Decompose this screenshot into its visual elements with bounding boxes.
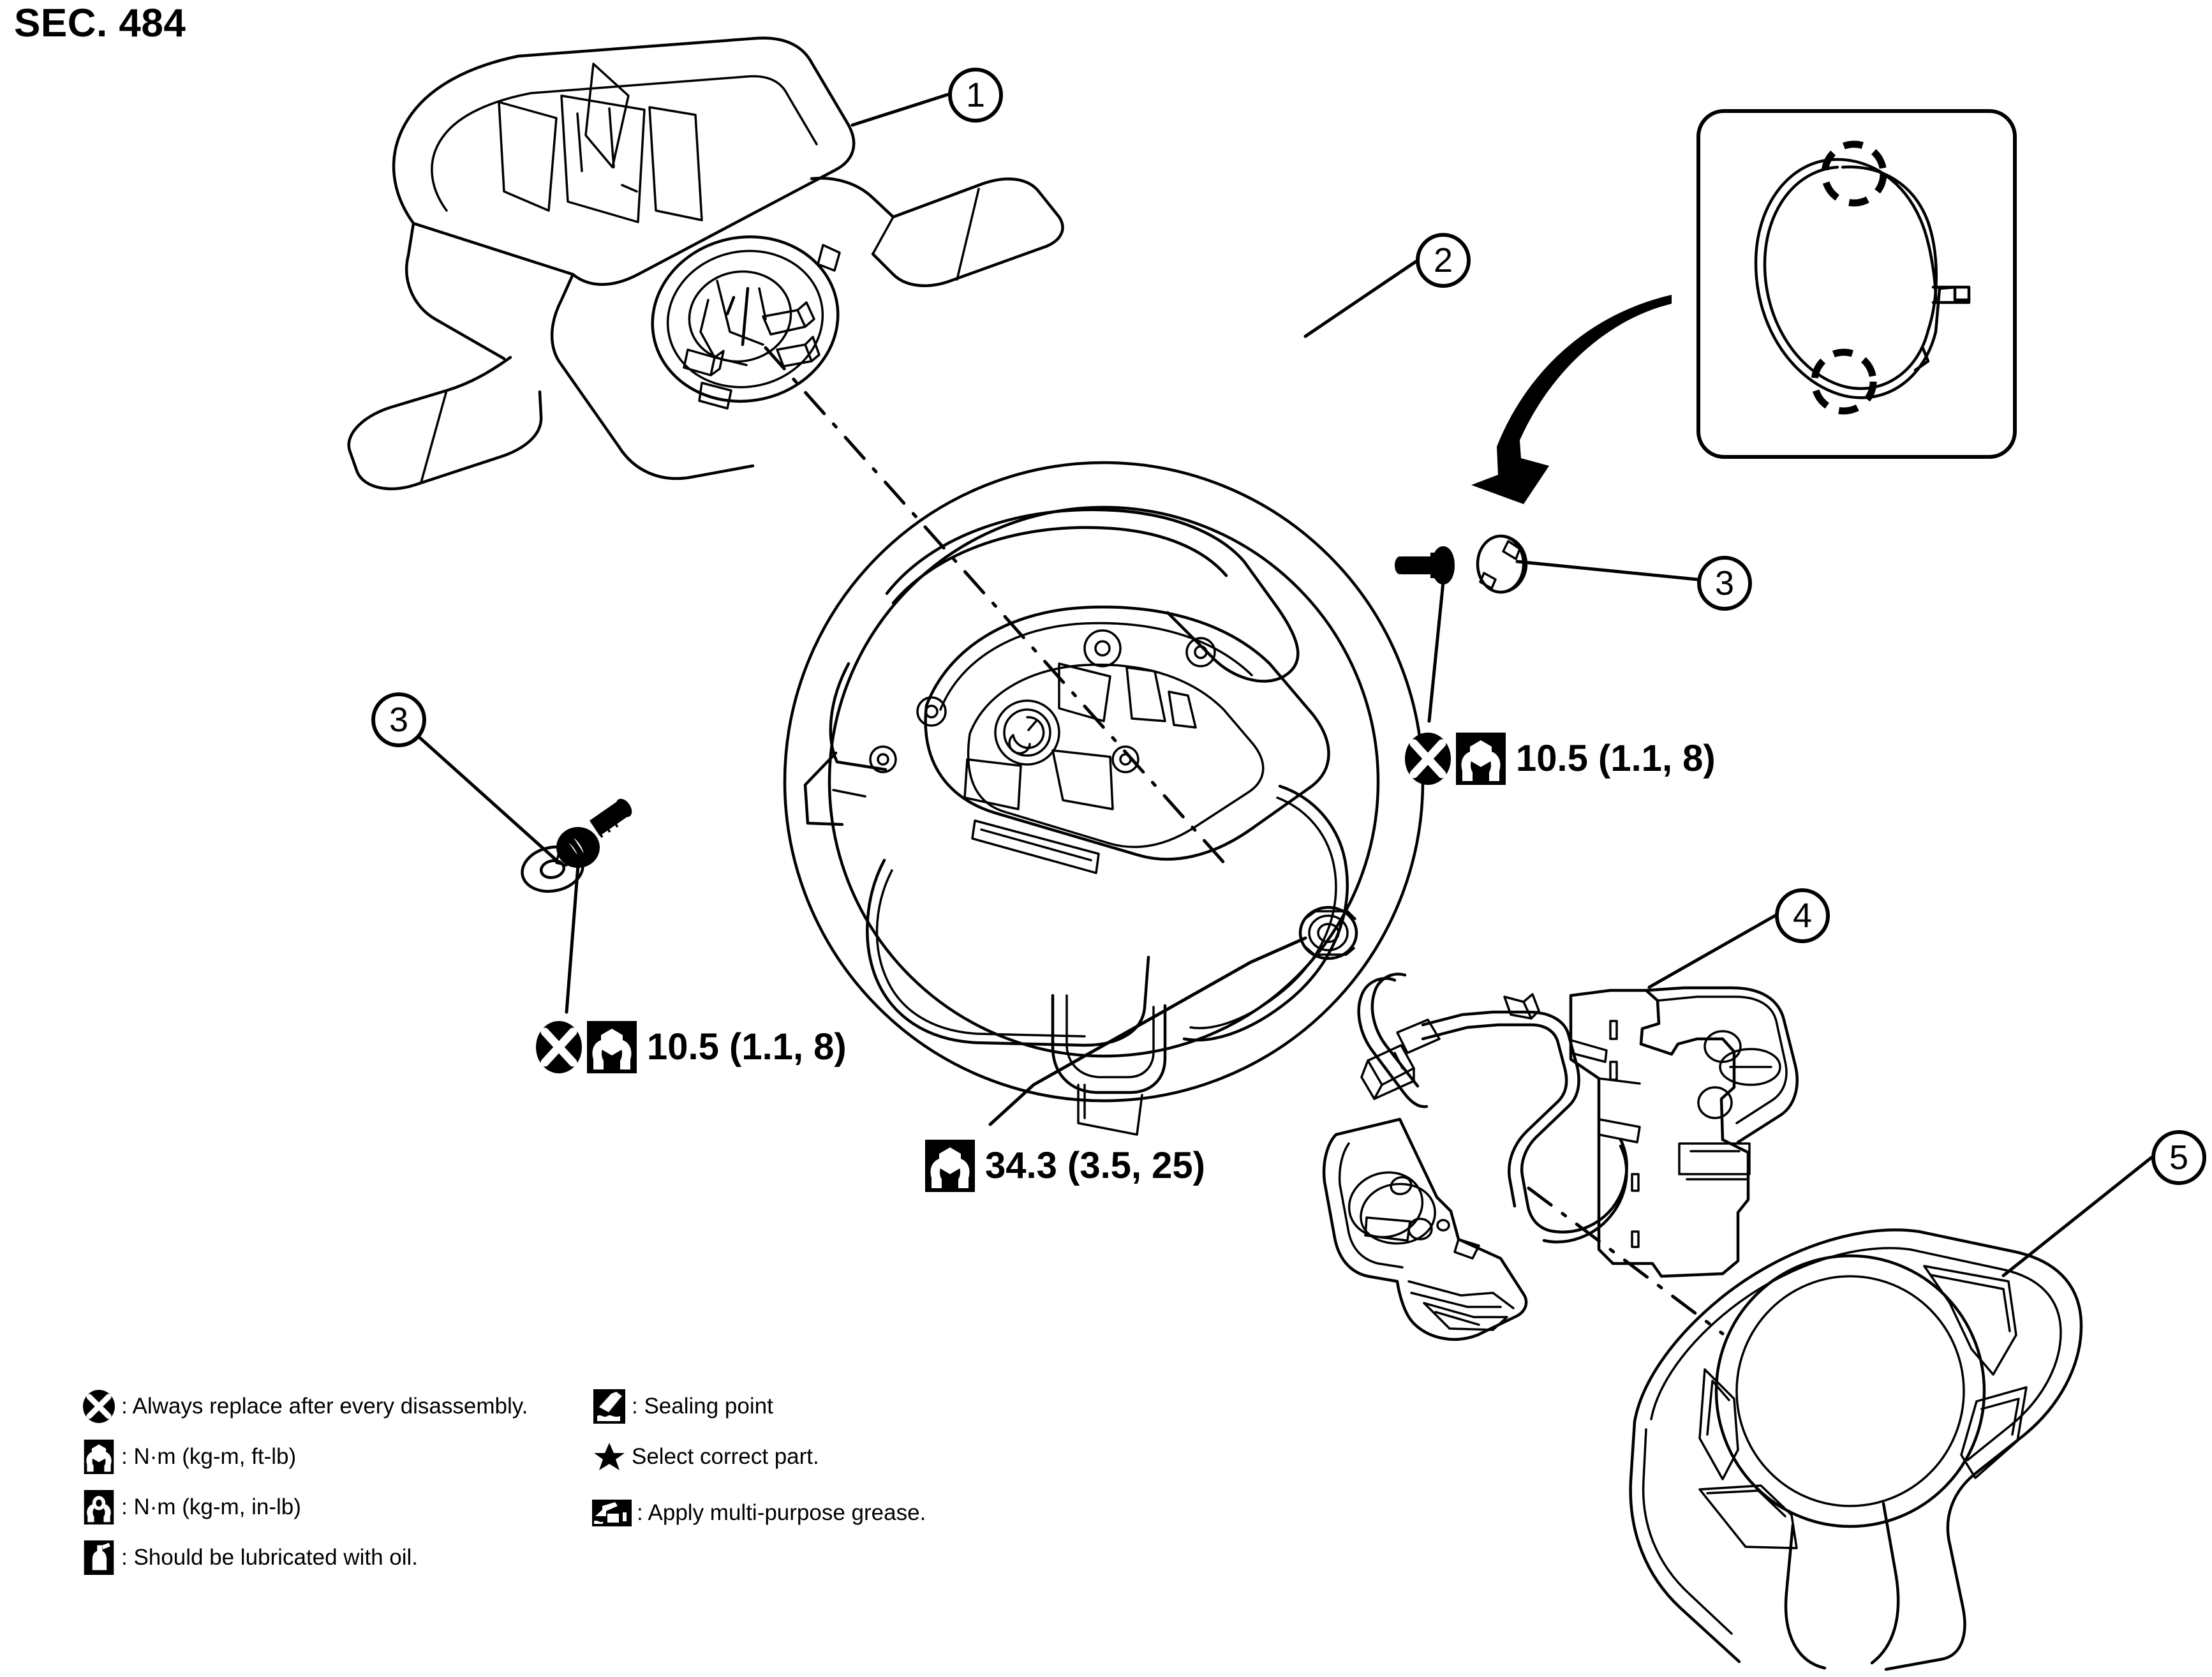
legend-label: : Apply multi-purpose grease.: [637, 1500, 926, 1525]
legend-label: Select correct part.: [632, 1443, 819, 1469]
torque-wrench-small-icon: [84, 1490, 114, 1524]
legend-item-torque-inlb: : N·m (kg-m, in-lb): [82, 1490, 528, 1524]
steering-wheel-lower-cover: [1629, 1228, 2083, 1671]
torque-wrench-icon: [587, 1021, 637, 1073]
leader-line-bolt-left-to-torque: [565, 863, 580, 1014]
legend-left-column: : Always replace after every disassembly…: [82, 1390, 528, 1591]
combination-switch-assembly: [347, 36, 1064, 491]
legend-item-torque-ftlb: : N·m (kg-m, ft-lb): [82, 1440, 528, 1474]
legend-label: : Sealing point: [632, 1393, 773, 1419]
detail-inset-box: [1696, 109, 2017, 459]
callout-1-number: 1: [965, 76, 986, 114]
legend-item-oil: : Should be lubricated with oil.: [82, 1540, 528, 1575]
leader-line-bolt-right-to-torque: [1427, 580, 1445, 723]
torque-spec-right-value: 10.5 (1.1, 8): [1516, 738, 1716, 779]
mounting-bolt-right: [1395, 534, 1528, 594]
torque-spec-left: 10.5 (1.1, 8): [535, 1020, 847, 1075]
legend-item-sealing-point: : Sealing point: [592, 1389, 926, 1424]
legend-label: : Should be lubricated with oil.: [121, 1544, 418, 1570]
legend-item-always-replace: : Always replace after every disassembly…: [82, 1390, 528, 1423]
legend-item-grease: : Apply multi-purpose grease.: [592, 1496, 926, 1530]
torque-wrench-icon: [1456, 733, 1506, 785]
inset-pointer-arrow: [1471, 295, 1672, 504]
always-replace-icon: [536, 1021, 582, 1073]
callout-3-left[interactable]: 3: [371, 692, 426, 747]
page-title: SEC. 484: [14, 1, 186, 45]
callout-2[interactable]: 2: [1416, 233, 1471, 288]
grease-icon: [592, 1500, 632, 1526]
callout-5-number: 5: [2169, 1138, 2189, 1177]
leader-line-4: [1647, 914, 1777, 989]
legend-label: : N·m (kg-m, in-lb): [121, 1494, 301, 1519]
torque-spec-left-value: 10.5 (1.1, 8): [647, 1026, 847, 1068]
steering-wheel: [783, 461, 1425, 1136]
steering-wheel-switch-assembly: [1322, 973, 1799, 1341]
sealant-icon: [593, 1389, 625, 1424]
callout-5[interactable]: 5: [2151, 1130, 2206, 1185]
torque-wrench-icon: [925, 1140, 975, 1192]
leader-line-1: [850, 93, 950, 127]
torque-spec-center: 34.3 (3.5, 25): [925, 1140, 1205, 1192]
legend-item-select-correct-part: Select correct part.: [592, 1440, 926, 1473]
torque-wrench-icon: [84, 1440, 114, 1474]
callout-4-number: 4: [1792, 897, 1813, 935]
mounting-bolt-left: [521, 798, 632, 893]
torque-spec-center-value: 34.3 (3.5, 25): [985, 1145, 1205, 1186]
torque-spec-right: 10.5 (1.1, 8): [1404, 731, 1716, 786]
callout-3-left-number: 3: [389, 701, 409, 739]
callout-3-right-number: 3: [1714, 564, 1735, 602]
legend-label: : N·m (kg-m, ft-lb): [121, 1443, 297, 1469]
callout-1[interactable]: 1: [948, 68, 1003, 123]
always-replace-icon: [1405, 733, 1451, 785]
legend-right-column: : Sealing point Select correct part. : A…: [592, 1389, 926, 1547]
callout-4[interactable]: 4: [1775, 888, 1830, 943]
oil-can-icon: [84, 1540, 114, 1575]
legend-label: : Always replace after every disassembly…: [121, 1393, 528, 1419]
leader-line-torque-center: [988, 936, 1307, 1126]
assembly-axis-1: [764, 346, 1233, 873]
leader-line-5: [2001, 1156, 2153, 1278]
steering-shaft-nut: [1298, 906, 1358, 960]
callout-2-number: 2: [1433, 241, 1453, 280]
leader-line-3-left: [406, 726, 558, 862]
leader-line-2: [1303, 260, 1418, 338]
star-icon: [594, 1443, 625, 1470]
callout-3-right[interactable]: 3: [1697, 556, 1752, 611]
leader-line-3-right: [1515, 560, 1699, 581]
assembly-axis-4: [1527, 1186, 1725, 1336]
always-replace-icon: [83, 1390, 115, 1423]
